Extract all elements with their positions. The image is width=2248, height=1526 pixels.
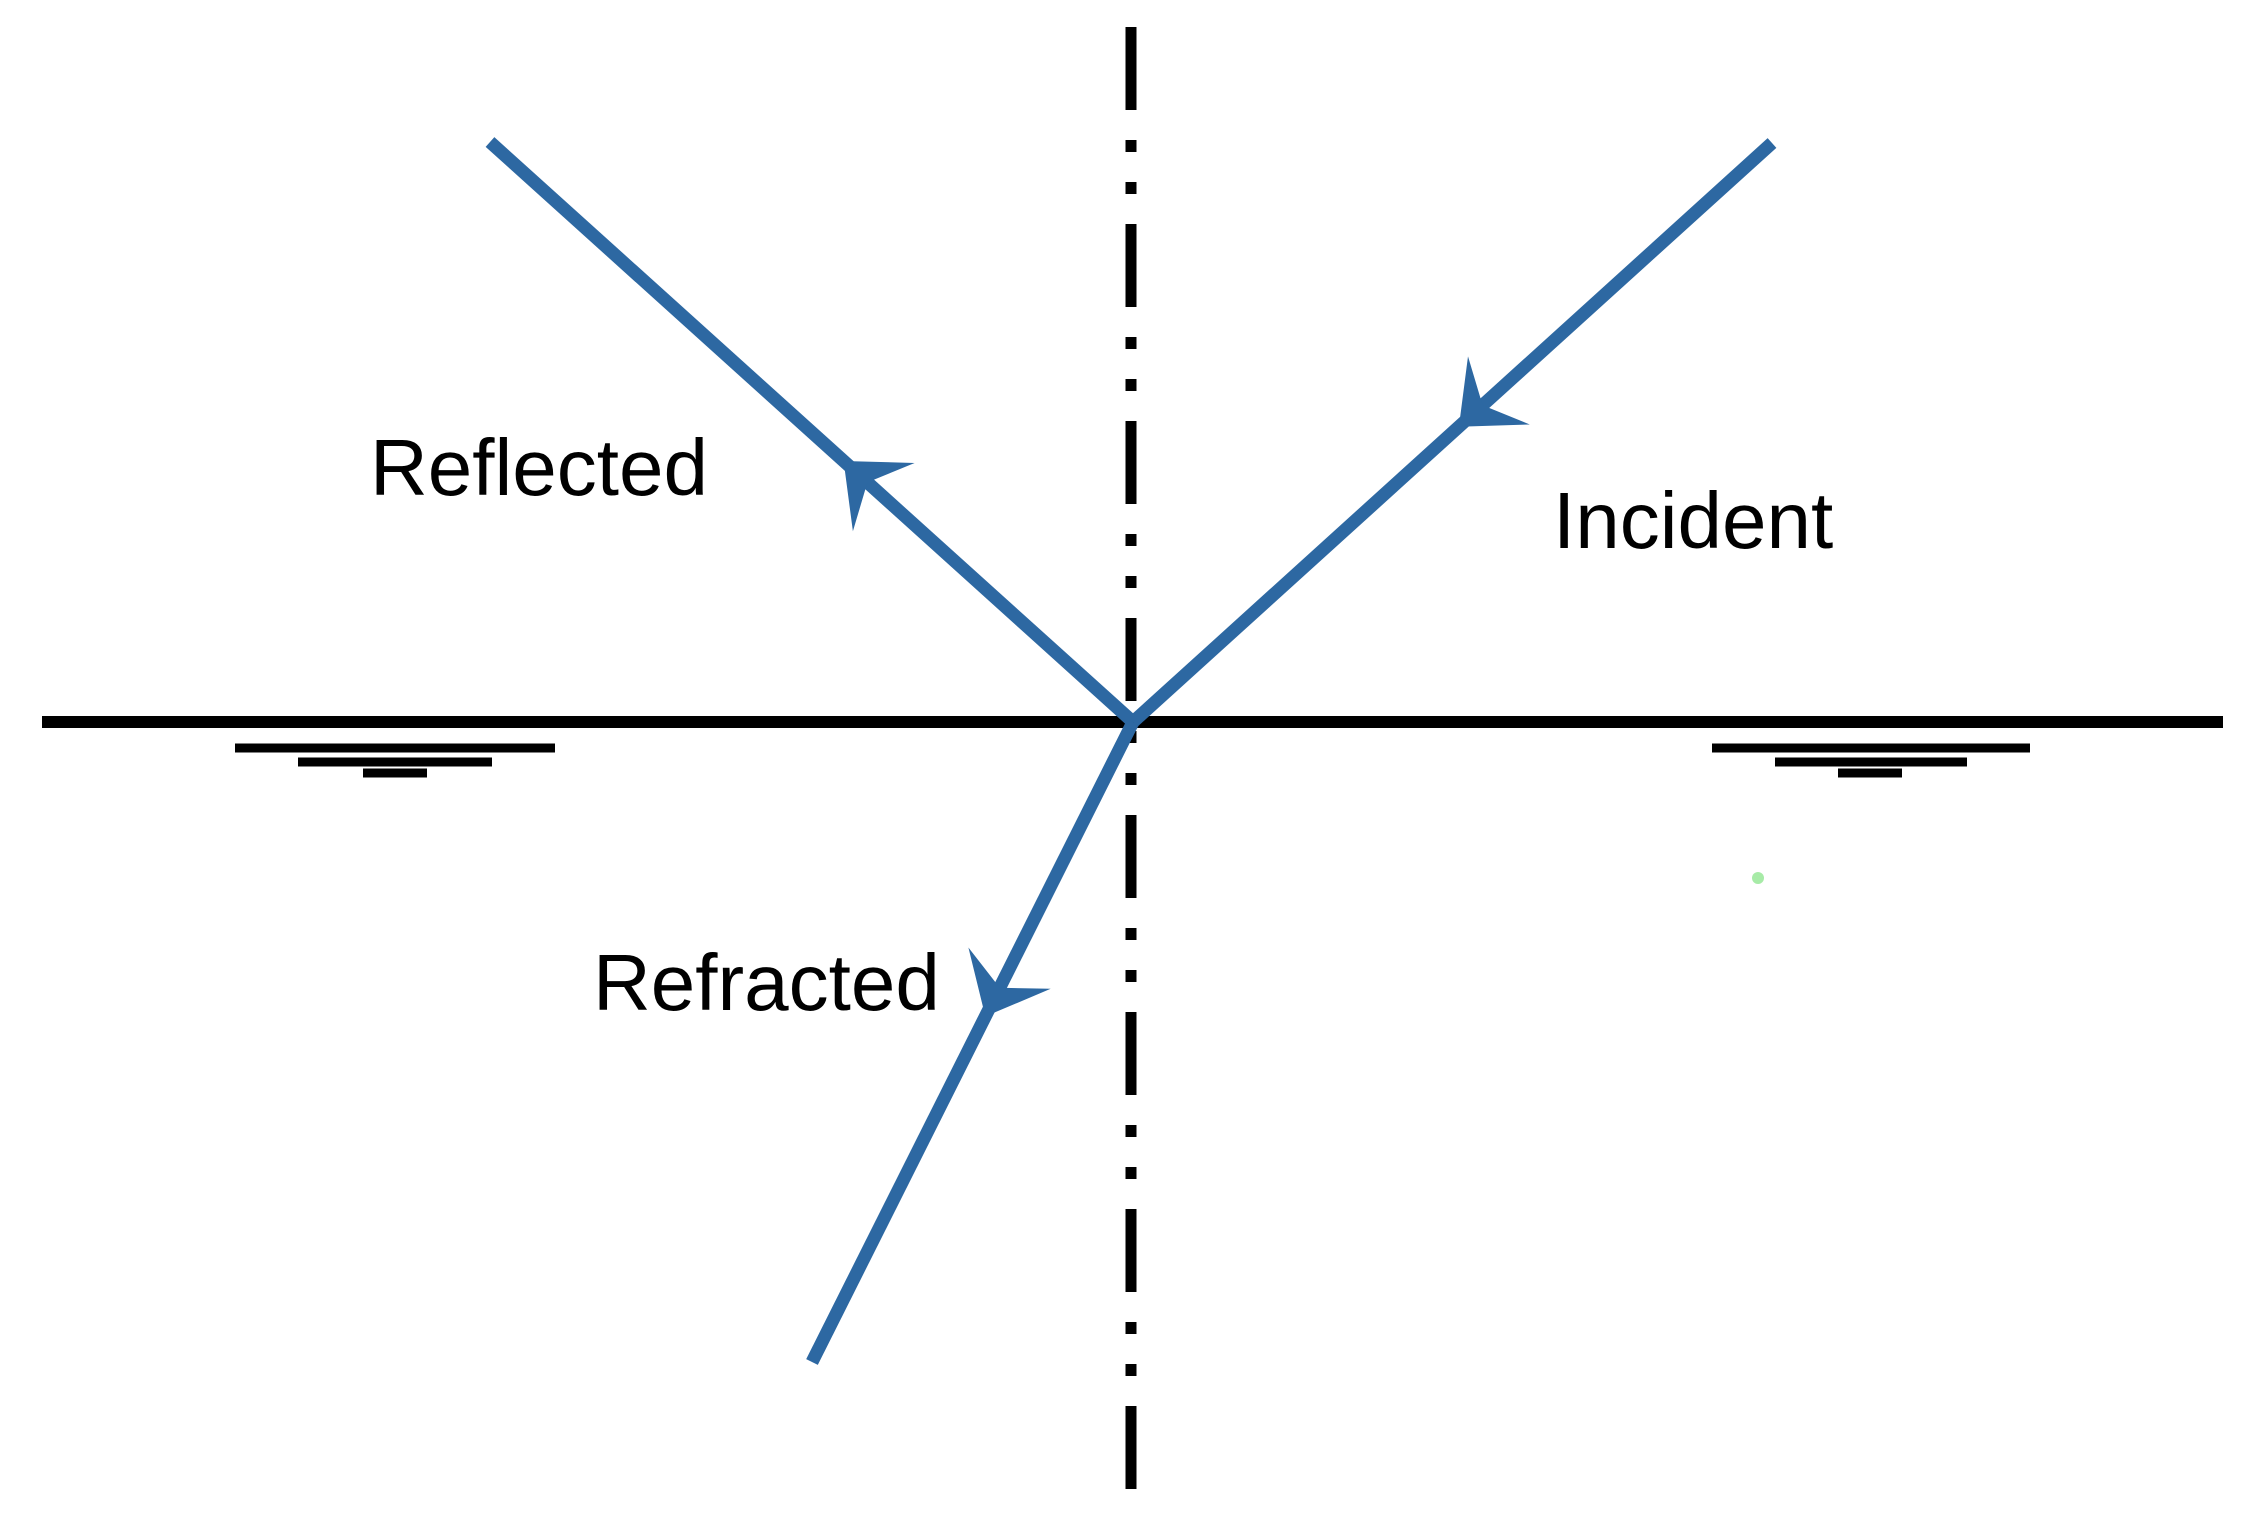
reflected-arrowhead-icon — [843, 461, 915, 532]
refracted-ray — [806, 719, 1139, 1365]
hatch-layer — [235, 743, 2030, 778]
incident-ray — [1128, 138, 1777, 727]
incident-label: Incident — [1553, 476, 1833, 565]
refracted-arrowhead-icon — [968, 947, 1051, 1017]
incident-arrowhead-icon — [1458, 356, 1530, 427]
refracted-label: Refracted — [593, 938, 940, 1027]
rays-layer — [485, 137, 1777, 1365]
reflected-label: Reflected — [370, 423, 708, 512]
reflected-ray — [485, 137, 1138, 727]
green-artifact-dot — [1752, 872, 1764, 884]
